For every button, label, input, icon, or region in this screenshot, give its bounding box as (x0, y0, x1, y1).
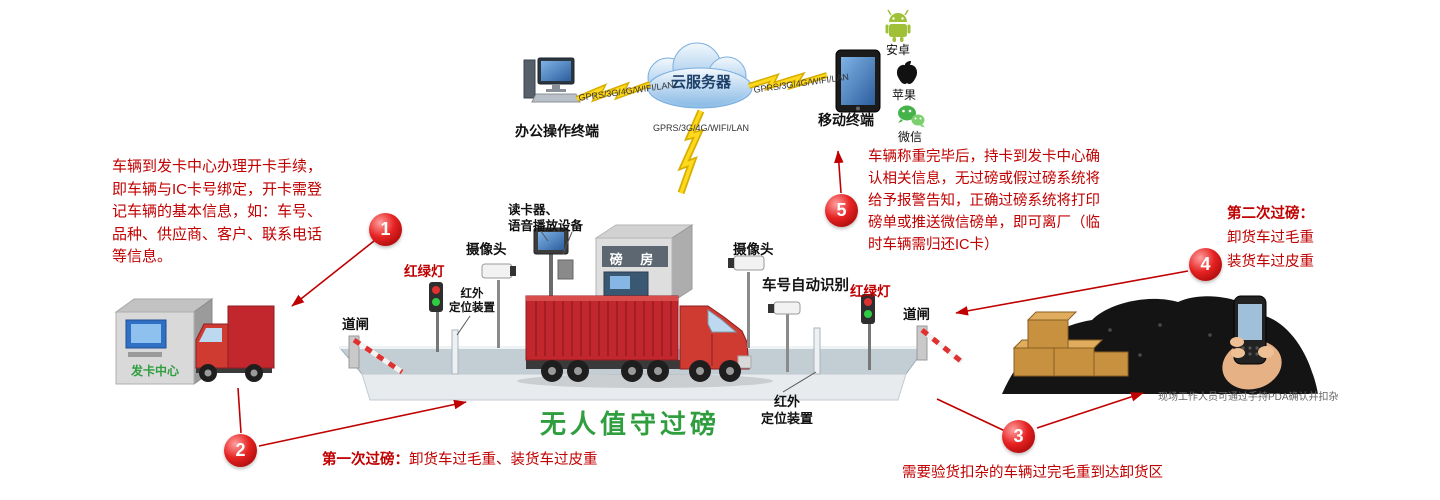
first-weigh-title: 第一次过磅： (322, 452, 409, 468)
step-marker-4: 4 (1189, 248, 1222, 281)
apple-label: 苹果 (892, 88, 917, 102)
step-connector-arrows (237, 150, 1189, 447)
main-title: 无人值守过磅 (540, 409, 721, 439)
infrared-left-label-line1: 红外 (460, 288, 484, 300)
hand-with-pda-icon (1222, 295, 1282, 390)
second-weigh-line2: 装货车过皮重 (1227, 254, 1314, 270)
cloud-server-icon (647, 42, 753, 109)
weigh-done-note: 车辆称重完毕后，持卡到发卡中心确认相关信息，无过磅或假过磅系统将给予报警告知，正… (868, 149, 1100, 253)
step-marker-3: 3 (1002, 420, 1035, 453)
traffic-light-left-label: 红绿灯 (404, 264, 445, 279)
plate-recognition-camera-icon (768, 301, 801, 372)
unload-note: 需要验货扣杂的车辆过完毛重到达卸货区 (902, 465, 1163, 481)
truck-on-scale (517, 295, 773, 388)
weigh-room-building (594, 224, 694, 303)
weigh-room-label: 磅 房 (609, 252, 661, 267)
cloud-server-label: 云服务器 (670, 74, 731, 91)
pda-note: 现场工作人员可通过手持PDA确认并扣杂 (1158, 392, 1339, 403)
camera-left-label: 摄像头 (466, 242, 507, 257)
infrared-post-left (451, 329, 459, 375)
barrier-gate-left-icon (348, 335, 404, 375)
traffic-light-right-label: 红绿灯 (850, 284, 891, 299)
apple-icon (896, 61, 918, 84)
mobile-terminal-label: 移动终端 (818, 112, 874, 128)
first-weigh-body: 卸货车过毛重、装货车过皮重 (409, 452, 598, 468)
wechat-label: 微信 (898, 130, 923, 144)
android-icon (885, 9, 911, 42)
label-leader-lines (456, 229, 817, 393)
goods-boxes (1012, 311, 1129, 377)
reader-label-line2: 语音播放设备 (508, 219, 584, 233)
gate-left-label: 道闸 (342, 317, 369, 332)
step-marker-5: 5 (825, 194, 858, 227)
barrier-gate-right-icon (916, 325, 964, 364)
android-label: 安卓 (886, 43, 911, 57)
step-marker-2: 2 (224, 434, 257, 467)
infrared-post-right (813, 327, 821, 375)
step-marker-1: 1 (369, 213, 402, 246)
lightning-bolt-icons (575, 71, 828, 195)
card-center-label: 发卡中心 (130, 364, 179, 378)
traffic-light-right-icon (861, 294, 875, 370)
second-weigh-line1: 卸货车过毛重 (1227, 230, 1314, 246)
mobile-terminal-icon (835, 49, 881, 113)
cctv-camera-left-icon (481, 263, 516, 348)
truck-at-card-center (195, 305, 275, 382)
camera-right-label: 摄像头 (733, 242, 774, 257)
traffic-light-left-icon (429, 282, 443, 352)
infrared-left-label-line2: 定位装置 (449, 302, 495, 314)
office-terminal-label: 办公操作终端 (515, 123, 599, 139)
card-center-note: 车辆到发卡中心办理开卡手续，即车辆与IC卡号绑定，开卡需登记车辆的基本信息，如：… (112, 158, 323, 265)
link-label-middle: GPRS/3G/4G/WIFI/LAN (653, 123, 750, 133)
infrared-right-label-line2: 定位装置 (760, 411, 813, 426)
reader-label-line1: 读卡器、 (508, 203, 559, 217)
plate-recognition-label: 车号自动识别 (762, 278, 849, 294)
second-weigh-title: 第二次过磅： (1227, 206, 1314, 222)
gate-right-label: 道闸 (903, 307, 930, 322)
wechat-icon (898, 105, 925, 128)
infrared-right-label-line1: 红外 (773, 394, 800, 409)
office-terminal-icon (523, 57, 581, 103)
first-weigh-note: 第一次过磅：卸货车过毛重、装货车过皮重 (322, 448, 598, 469)
cctv-camera-right-icon (728, 255, 765, 348)
